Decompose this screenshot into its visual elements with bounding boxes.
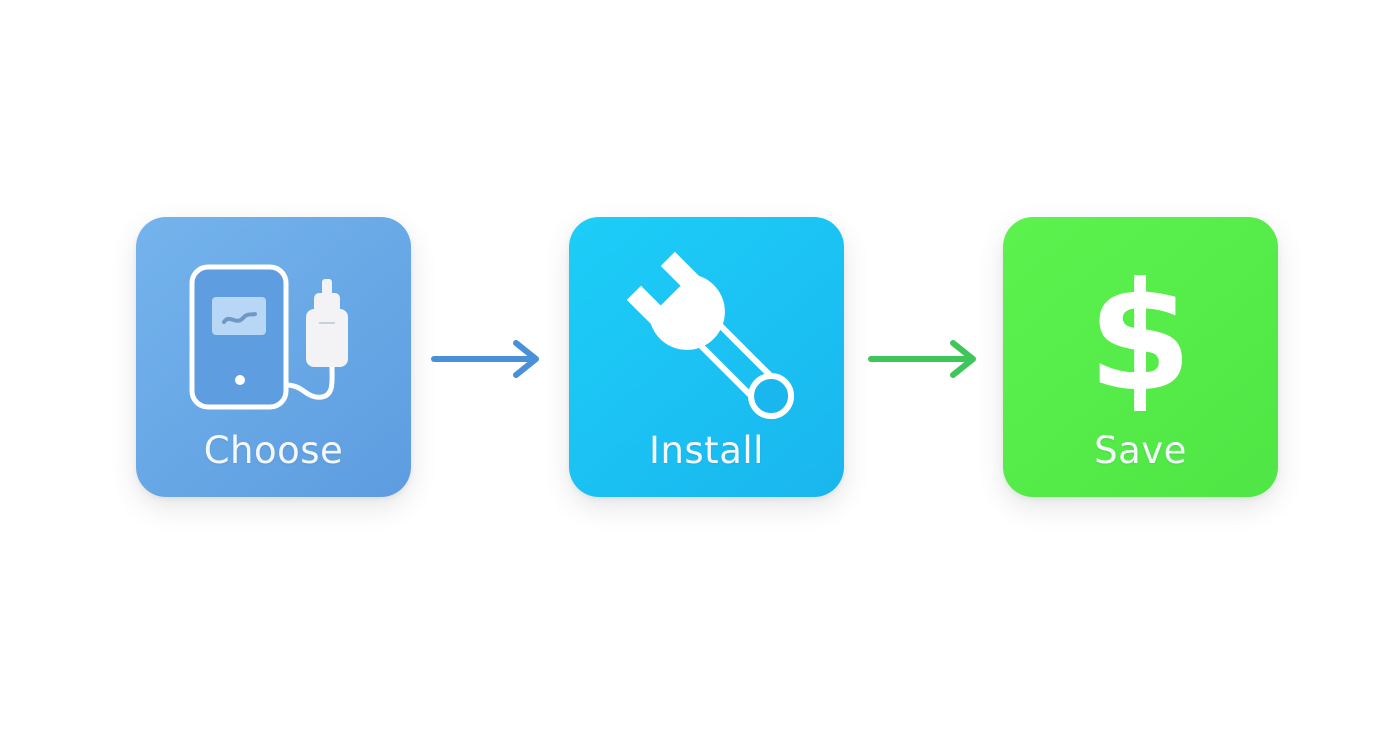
step-label: Choose: [203, 429, 344, 472]
step-install-tile: Install: [569, 217, 844, 497]
step-label: Save: [1094, 429, 1187, 472]
arrow-right-icon: [867, 336, 979, 382]
step-choose-tile: Choose: [136, 217, 411, 497]
dollar-icon: $: [1003, 217, 1278, 427]
arrow-right-icon: [430, 336, 542, 382]
wrench-icon: [569, 217, 844, 427]
step-save-tile: $ Save: [1003, 217, 1278, 497]
phone-charger-icon: [136, 217, 411, 427]
step-label: Install: [649, 429, 764, 472]
svg-text:$: $: [1088, 251, 1192, 425]
